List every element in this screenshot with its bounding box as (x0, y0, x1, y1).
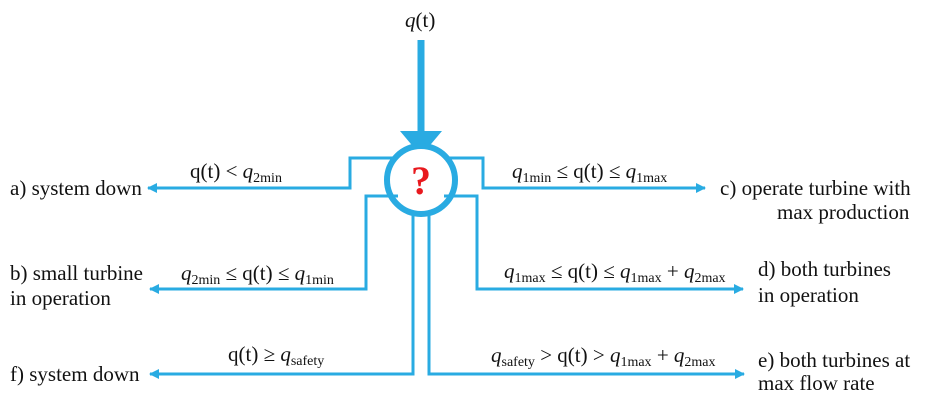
decision-node (384, 143, 458, 217)
branch-a-arrow (147, 156, 395, 193)
condition-f: q(t) ≥ qsafety (228, 342, 324, 369)
outcome-a: a) system down (10, 176, 142, 200)
branch-c-arrow (447, 156, 706, 193)
outcome-e-line1: e) both turbines at (758, 348, 910, 372)
outcome-e-line2: max flow rate (758, 371, 875, 393)
outcome-d-line1: d) both turbines (758, 257, 891, 281)
outcome-c-line1: c) operate turbine with (720, 176, 911, 200)
condition-c: q1min ≤ q(t) ≤ q1max (512, 159, 667, 186)
outcome-b-line1: b) small turbine (10, 261, 143, 285)
branch-e-arrow (427, 214, 745, 379)
condition-e: qsafety > q(t) > q1max + q2max (491, 343, 716, 370)
branch-d-arrow (444, 194, 744, 294)
branch-b-arrow (149, 194, 398, 294)
outcome-d-line2: in operation (758, 283, 859, 307)
outcome-b-line2: in operation (10, 286, 111, 310)
question-mark-icon: ? (411, 158, 431, 203)
input-label: q(t) (405, 8, 435, 32)
outcome-c-line2: max production (777, 200, 910, 224)
branch-f-arrow (149, 214, 415, 379)
condition-b: q2min ≤ q(t) ≤ q1min (181, 261, 334, 288)
outcome-f: f) system down (10, 362, 140, 386)
condition-d: q1max ≤ q(t) ≤ q1max + q2max (504, 259, 726, 286)
condition-a: q(t) < q2min (190, 159, 282, 186)
